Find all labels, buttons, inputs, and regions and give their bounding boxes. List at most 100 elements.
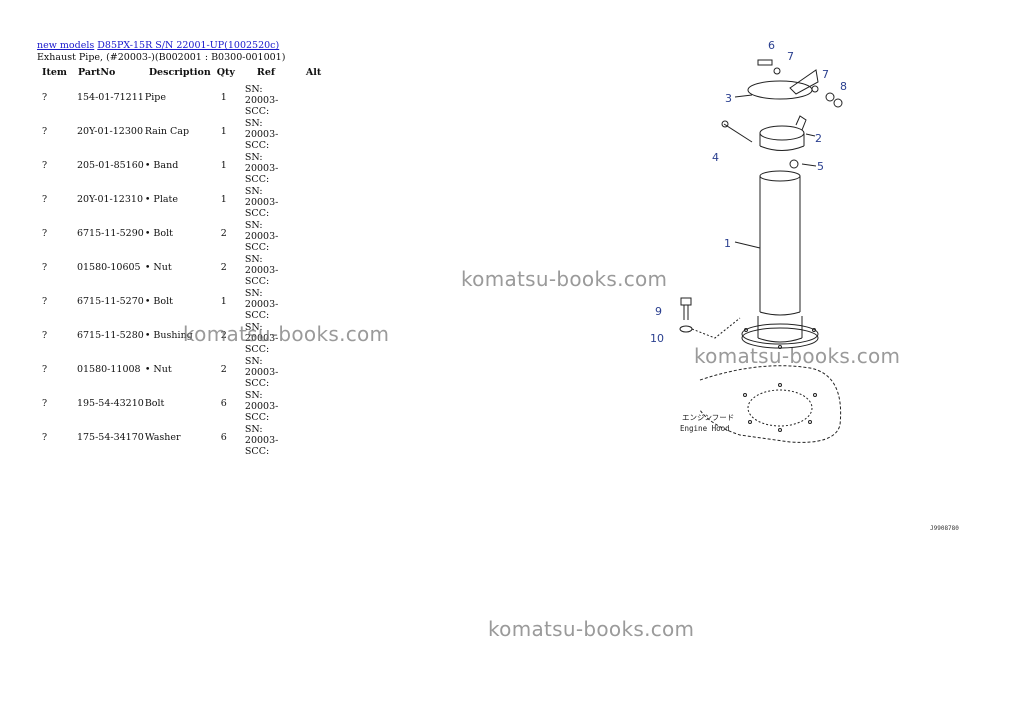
row-alt — [301, 424, 327, 458]
hood-label-en: Engine Hood — [680, 424, 730, 433]
row-qty: 2 — [220, 364, 227, 375]
row-qty: 2 — [220, 262, 227, 273]
row-ref: SN: 20003-SCC: — [244, 390, 279, 423]
row-qty: 1 — [220, 194, 227, 205]
pipe — [759, 170, 801, 182]
watermark: komatsu-books.com — [183, 322, 390, 346]
row-description: • Plate — [144, 194, 178, 205]
bolt-9 — [680, 297, 692, 306]
row-description: • Nut — [144, 364, 172, 375]
row-partno: 195-54-43210 — [76, 398, 144, 409]
row-description: Rain Cap — [144, 126, 190, 137]
row-item: ? — [42, 330, 48, 341]
row-alt — [301, 356, 327, 390]
watermark: komatsu-books.com — [461, 267, 668, 291]
row-qty: 2 — [220, 330, 227, 341]
row-partno: 175-54-34170 — [76, 432, 144, 443]
row-partno: 01580-10605 — [76, 262, 141, 273]
row-ref: SN: 20003-SCC: — [244, 322, 279, 355]
row-item: ? — [42, 194, 48, 205]
hood-label: エンジンフード Engine Hood — [680, 413, 734, 433]
row-ref: SN: 20003-SCC: — [244, 424, 279, 457]
row-alt — [301, 152, 327, 186]
header-partno: PartNo — [77, 67, 116, 78]
table-row: ? 205-01-85160• Band 1 SN: 20003-SCC: — [37, 152, 327, 186]
row-ref: SN: 20003-SCC: — [244, 356, 279, 389]
row-ref: SN: 20003-SCC: — [244, 288, 279, 321]
header-alt: Alt — [305, 67, 322, 78]
table-row: ? 01580-11008 • Nut 2 SN: 20003-SCC: — [37, 356, 327, 390]
header-qty: Qty — [216, 67, 235, 78]
exhaust-pipe-diagram: 1 2 3 4 5 6 7 7 8 9 10 エンジンフード Engine Ho… — [650, 39, 847, 443]
callout-3: 3 — [725, 92, 732, 105]
nut-7 — [811, 85, 819, 93]
bolt-6 — [757, 59, 773, 66]
row-qty: 1 — [220, 160, 227, 171]
row-partno: 01580-11008 — [76, 364, 141, 375]
washer-10 — [679, 325, 693, 333]
callout-10: 10 — [650, 332, 664, 345]
row-item: ? — [42, 228, 48, 239]
row-description: Pipe — [144, 92, 166, 103]
table-row: ? 6715-11-5280• Bushing 2 SN: 20003-SCC: — [37, 322, 327, 356]
row-alt — [301, 390, 327, 424]
row-qty: 1 — [220, 296, 227, 307]
row-alt — [301, 288, 327, 322]
callout-7b: 7 — [822, 68, 829, 81]
callout-4: 4 — [712, 151, 719, 164]
breadcrumb-link-model[interactable]: D85PX-15R S/N 22001-UP(1002520c) — [97, 40, 280, 51]
row-alt — [301, 254, 327, 288]
row-description: • Band — [144, 160, 179, 171]
page-title: Exhaust Pipe, (#20003-)(B002001 : B0300-… — [37, 52, 286, 63]
callout-1: 1 — [724, 237, 731, 250]
callout-2: 2 — [815, 132, 822, 145]
row-ref: SN: 20003-SCC: — [244, 254, 279, 287]
parts-table: Item PartNo Description Qty Ref Alt ?154… — [37, 65, 327, 458]
row-ref: SN: 20003-SCC: — [244, 84, 279, 117]
row-ref: SN: 20003-SCC: — [244, 152, 279, 185]
callout-6: 6 — [768, 39, 775, 52]
callout-7: 7 — [787, 50, 794, 63]
row-item: ? — [42, 160, 48, 171]
engine-hood-outline — [699, 365, 842, 443]
breadcrumb-link-new-models[interactable]: new models — [37, 40, 95, 51]
row-partno: 6715-11-5290 — [76, 228, 144, 239]
row-alt — [301, 118, 327, 152]
row-qty: 1 — [220, 126, 227, 137]
row-qty: 1 — [220, 92, 227, 103]
row-partno: 6715-11-5270 — [76, 296, 144, 307]
pipe-flange — [741, 323, 819, 345]
row-item: ? — [42, 126, 48, 137]
figure-ref-code: J9908780 — [930, 525, 959, 532]
bolt-4 — [723, 123, 753, 143]
row-partno: 20Y-01-12310 — [76, 194, 143, 205]
row-description: • Nut — [144, 262, 172, 273]
header-ref: Ref — [256, 67, 275, 78]
row-partno: 6715-11-5280 — [76, 330, 144, 341]
callout-8: 8 — [840, 80, 847, 93]
row-item: ? — [42, 296, 48, 307]
row-description: Bolt — [144, 398, 165, 409]
row-alt — [301, 84, 327, 118]
row-item: ? — [42, 364, 48, 375]
row-partno: 205-01-85160 — [76, 160, 144, 171]
row-description: • Bushing — [144, 330, 193, 341]
header-description: Description — [148, 67, 211, 78]
row-qty: 6 — [220, 432, 227, 443]
nut-5 — [789, 159, 799, 169]
row-ref: SN: 20003-SCC: — [244, 220, 279, 253]
row-description: Washer — [144, 432, 181, 443]
row-partno: 154-01-71211 — [76, 92, 144, 103]
watermark: komatsu-books.com — [694, 344, 901, 368]
row-ref: SN: 20003-SCC: — [244, 118, 279, 151]
row-item: ? — [42, 398, 48, 409]
row-alt — [301, 186, 327, 220]
